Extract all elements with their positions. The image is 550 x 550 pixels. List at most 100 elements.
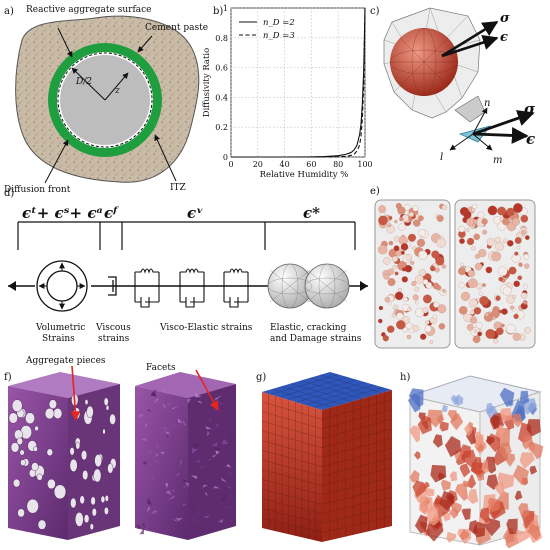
facet-patch — [164, 431, 170, 435]
particle — [487, 205, 498, 216]
facet-patch — [171, 518, 177, 522]
facet-patch — [139, 413, 144, 421]
volumetric-inner-ring — [46, 270, 78, 302]
particle — [470, 318, 476, 324]
facet-patch — [140, 397, 145, 400]
particle — [501, 308, 508, 315]
itz-label: ITZ — [170, 183, 186, 193]
diffusion-front-arrow — [44, 139, 69, 184]
y-tick-label: 0.4 — [215, 93, 228, 102]
facet-patch — [172, 435, 174, 438]
mesh-block-top — [262, 372, 392, 410]
aggregate-hole — [36, 473, 43, 481]
x-tick-label: 100 — [357, 160, 372, 169]
damage-blob — [486, 474, 499, 490]
damage-blob — [419, 496, 433, 515]
particle — [458, 282, 465, 289]
aggregate-hole — [104, 495, 109, 502]
cement-paste-label: Cement paste — [145, 23, 208, 33]
grid-line — [261, 430, 323, 448]
grid-line — [261, 518, 323, 533]
facet-patch — [160, 452, 166, 455]
particle — [466, 323, 474, 331]
aggregate-hole — [37, 519, 47, 530]
facet-patch — [207, 438, 213, 443]
aggregate-hole — [90, 496, 96, 506]
particle — [418, 269, 427, 277]
particle — [514, 237, 522, 244]
facet-patch — [212, 485, 220, 489]
facet-patch — [176, 473, 182, 477]
particle — [506, 207, 515, 217]
facet-patch — [147, 450, 152, 458]
particle — [513, 313, 519, 319]
grid-line — [321, 399, 393, 420]
damage-blob — [527, 524, 541, 541]
particle — [407, 307, 412, 312]
facet-patch — [154, 441, 160, 449]
particle — [417, 238, 426, 247]
damage-blob — [412, 480, 426, 498]
particle — [497, 206, 507, 216]
facet-patch — [227, 485, 230, 490]
aggregate-hole — [19, 449, 25, 456]
grid-line — [271, 388, 333, 408]
grid-line — [310, 377, 373, 396]
grid-line — [296, 382, 366, 403]
particle — [491, 316, 496, 320]
particle — [522, 300, 528, 305]
particle — [391, 313, 396, 318]
sigma-label-facet: σ — [524, 100, 536, 118]
damage-blob — [506, 518, 518, 535]
aggregate-hole — [26, 498, 39, 514]
particle — [482, 229, 488, 235]
facet-patch — [165, 490, 172, 496]
aggregate-hole — [48, 399, 57, 410]
aggregate-hole — [91, 508, 97, 517]
damage-blob — [486, 435, 495, 445]
aggregate-hole — [70, 497, 77, 509]
particle — [465, 228, 470, 233]
strain-v-label: ϵᵛ — [187, 204, 204, 222]
particle — [414, 286, 420, 292]
viscous-label-2: strains — [98, 334, 130, 344]
damage-blob — [495, 424, 506, 438]
aggregate-hole — [46, 448, 53, 456]
damage-blob — [408, 393, 421, 413]
facet-patch — [218, 402, 225, 404]
particle — [393, 235, 400, 242]
damage-blob — [437, 415, 445, 424]
facet-patch — [147, 497, 153, 506]
damage-blob — [459, 529, 470, 541]
particle — [461, 291, 471, 301]
facet-patch — [180, 472, 182, 479]
particle — [378, 244, 388, 255]
x-tick-label: 40 — [280, 160, 290, 169]
grid-line — [321, 506, 393, 524]
particle — [460, 262, 464, 267]
particle — [394, 271, 399, 276]
particle — [481, 218, 488, 225]
facet-patch — [178, 464, 185, 470]
particle — [400, 243, 409, 251]
particle — [393, 304, 399, 310]
panel-e-letter: e) — [370, 186, 380, 197]
grid-line — [320, 374, 383, 394]
particle — [471, 246, 476, 251]
facet-patch — [187, 403, 191, 410]
panel-a-letter: a) — [4, 6, 14, 17]
damage-blobs — [408, 387, 544, 549]
particle — [479, 296, 489, 306]
damage-blob — [449, 507, 459, 519]
particle — [442, 289, 446, 293]
grid-line — [261, 508, 323, 524]
particle — [384, 296, 391, 303]
facet-patch — [146, 505, 150, 513]
particle — [422, 307, 429, 314]
particle — [508, 266, 517, 275]
facet-patch — [200, 470, 203, 476]
damage-blob — [417, 415, 432, 435]
damage-blob — [442, 404, 448, 413]
damage-blob — [432, 434, 443, 448]
